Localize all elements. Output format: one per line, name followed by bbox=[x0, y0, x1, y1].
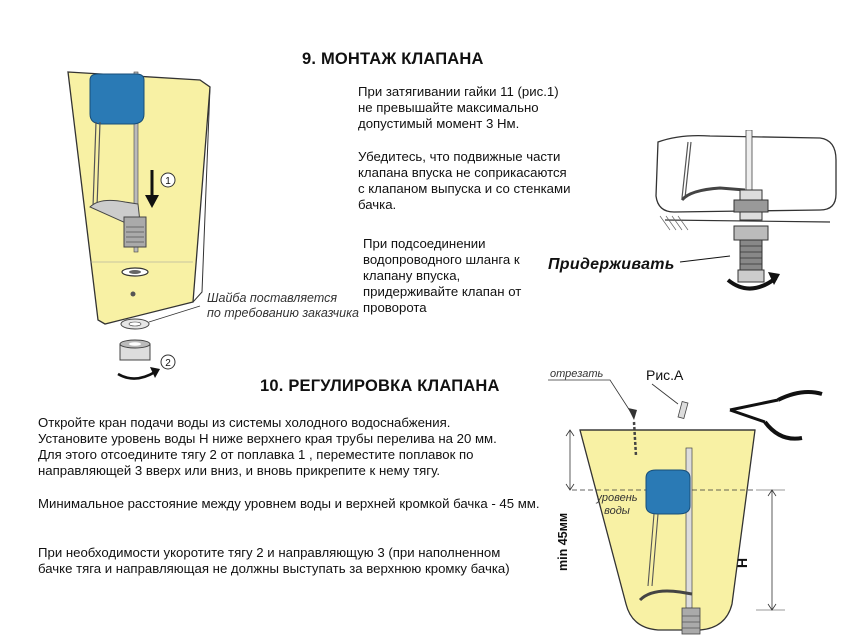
hold-valve-figure bbox=[655, 130, 837, 291]
hold-label: Придерживать bbox=[548, 256, 675, 273]
float-blue-tank bbox=[645, 469, 691, 515]
section10-paragraph-shorten: При необходимости укоротите тягу 2 и нап… bbox=[38, 545, 510, 576]
float-blue bbox=[89, 73, 145, 125]
section9-paragraph-torque: При затягивании гайки 11 (рис.1) не прев… bbox=[358, 84, 559, 131]
height-h-label: Н bbox=[734, 557, 750, 568]
step-1-marker bbox=[160, 172, 176, 188]
section9-title: 9. МОНТАЖ КЛАПАНА bbox=[302, 50, 484, 68]
cut-label: отрезать bbox=[550, 368, 604, 380]
step-2-marker bbox=[160, 354, 176, 370]
section9-paragraph-hose: При подсоединении водопроводного шланга … bbox=[363, 236, 522, 315]
valve-mounting-figure: 1 2 bbox=[67, 71, 211, 380]
figure-a-label: Рис.А bbox=[646, 367, 684, 383]
section10-title: 10. РЕГУЛИРОВКА КЛАПАНА bbox=[260, 377, 500, 395]
tank bbox=[579, 429, 756, 631]
step-1-label: 1 bbox=[165, 176, 171, 187]
section9-paragraph-check: Убедитесь, что подвижные части клапана в… bbox=[358, 149, 571, 212]
section10-paragraph-min-distance: Минимальное расстояние между уровнем вод… bbox=[38, 496, 540, 511]
washer-note: Шайба поставляется по требованию заказчи… bbox=[207, 291, 359, 320]
min-distance-label: min 45мм bbox=[556, 512, 570, 571]
tank-adjustment-figure: отрезать Рис.А bbox=[548, 367, 823, 635]
section10-paragraph-adjust: Откройте кран подачи воды из системы хол… bbox=[38, 415, 497, 478]
step-2-label: 2 bbox=[165, 358, 171, 369]
water-level-label: уровень воды bbox=[596, 492, 638, 517]
